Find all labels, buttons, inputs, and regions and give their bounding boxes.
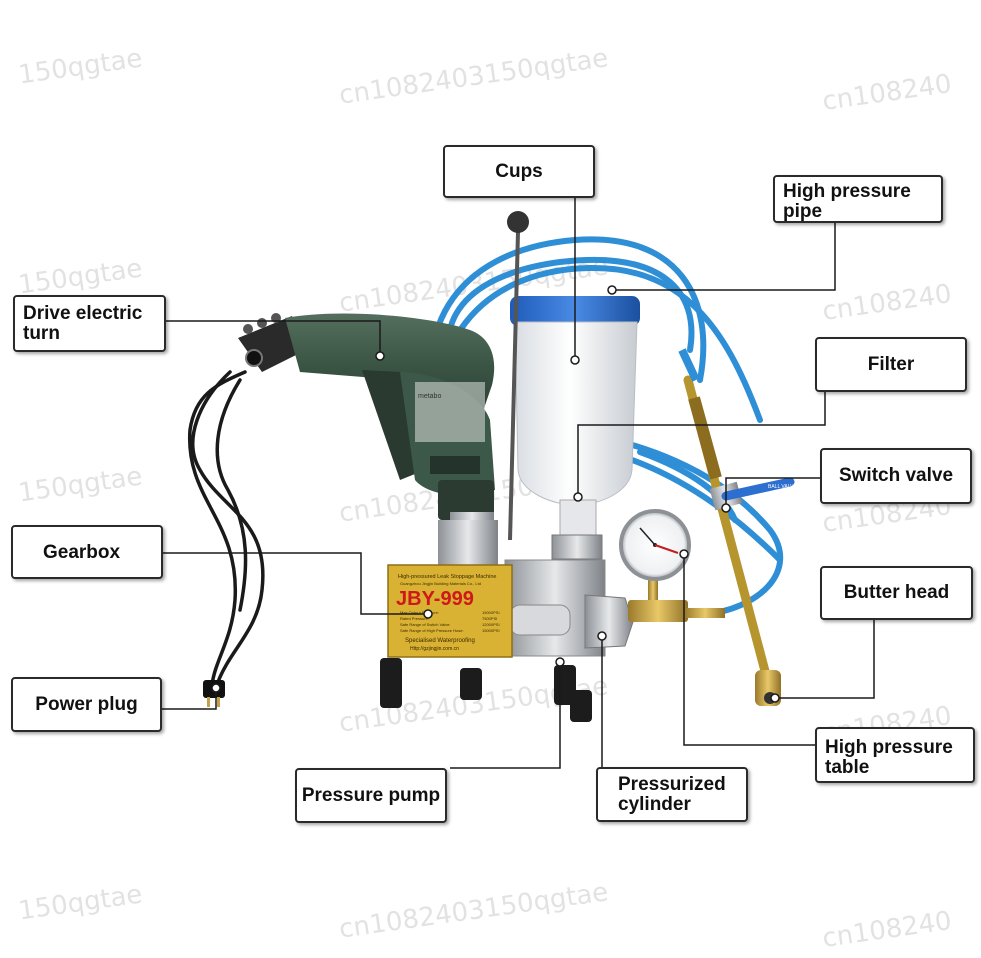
plate-spec-1-label: Max Output Pressure: (400, 610, 439, 615)
machine-plate: High-pressured Leak Stoppage Machine Gua… (387, 564, 513, 658)
valve-tag: BALL VALVES (768, 484, 801, 490)
plate-spec-1-value: 15000PSI (482, 610, 500, 615)
cup-illustration (510, 296, 640, 560)
callout-cups-text: Cups (495, 160, 543, 182)
pump-body-illustration (380, 520, 634, 722)
injection-wand-illustration: BALL VALVES (678, 348, 801, 706)
plate-spec-4-value: 15000PSI (482, 628, 500, 633)
callout-pressurized-cylinder: Pressurized cylinder (596, 767, 748, 822)
power-cord (188, 370, 265, 687)
pressure-gauge-illustration (619, 509, 691, 622)
callout-high-pressure-pipe: High pressure pipe (773, 175, 943, 223)
leader-lines (162, 198, 875, 769)
plate-maker: Guangzhou Jingjin Building Materials Co.… (400, 581, 481, 586)
callout-high-pressure-table: High pressure table (815, 727, 975, 783)
plate-spec-2-label: Rated Pressure: (400, 616, 429, 621)
plate-slogan: Specialised Waterproofing (405, 638, 475, 644)
callout-power-plug: Power plug (11, 677, 162, 732)
callout-drive-electric-turn-text: Drive electric turn (23, 303, 143, 344)
callout-drive-electric-turn: Drive electric turn (13, 295, 166, 352)
plate-url: Http://gzjingjin.com.cn (410, 646, 459, 652)
callout-power-plug-text: Power plug (35, 693, 138, 715)
plate-spec-3-label: Safe Range of Switch Valve: (400, 622, 450, 627)
callout-cups: Cups (443, 145, 595, 198)
callout-high-pressure-table-text: High pressure table (825, 737, 953, 778)
plate-spec-3-value: 12000PSI (482, 622, 500, 627)
callout-butter-head: Butter head (820, 566, 973, 620)
callout-butter-head-text: Butter head (843, 582, 950, 603)
plate-spec-4-label: Safe Range of High Pressure Hose: (400, 628, 464, 633)
callout-pressure-pump-text: Pressure pump (301, 784, 441, 806)
callout-gearbox-text: Gearbox (43, 542, 121, 563)
plate-heading: High-pressured Leak Stoppage Machine (398, 574, 496, 580)
callout-filter: Filter (815, 337, 967, 392)
callout-high-pressure-pipe-text: High pressure pipe (783, 181, 911, 222)
callout-gearbox: Gearbox (11, 525, 163, 579)
plate-spec-2-value: 7500PSI (482, 616, 497, 621)
electric-drill-illustration: metabo (238, 313, 495, 538)
callout-switch-valve-text: Switch valve (838, 465, 954, 486)
drill-brand-text: metabo (418, 393, 441, 400)
leader-dots (211, 285, 780, 703)
pressure-knob-illustration (507, 211, 529, 541)
plate-model: JBY-999 (396, 588, 474, 610)
callout-switch-valve: Switch valve (820, 448, 972, 504)
callout-pressurized-cylinder-text: Pressurized cylinder (618, 774, 726, 815)
callout-pressure-pump: Pressure pump (295, 768, 447, 823)
callout-filter-text: Filter (867, 353, 915, 375)
